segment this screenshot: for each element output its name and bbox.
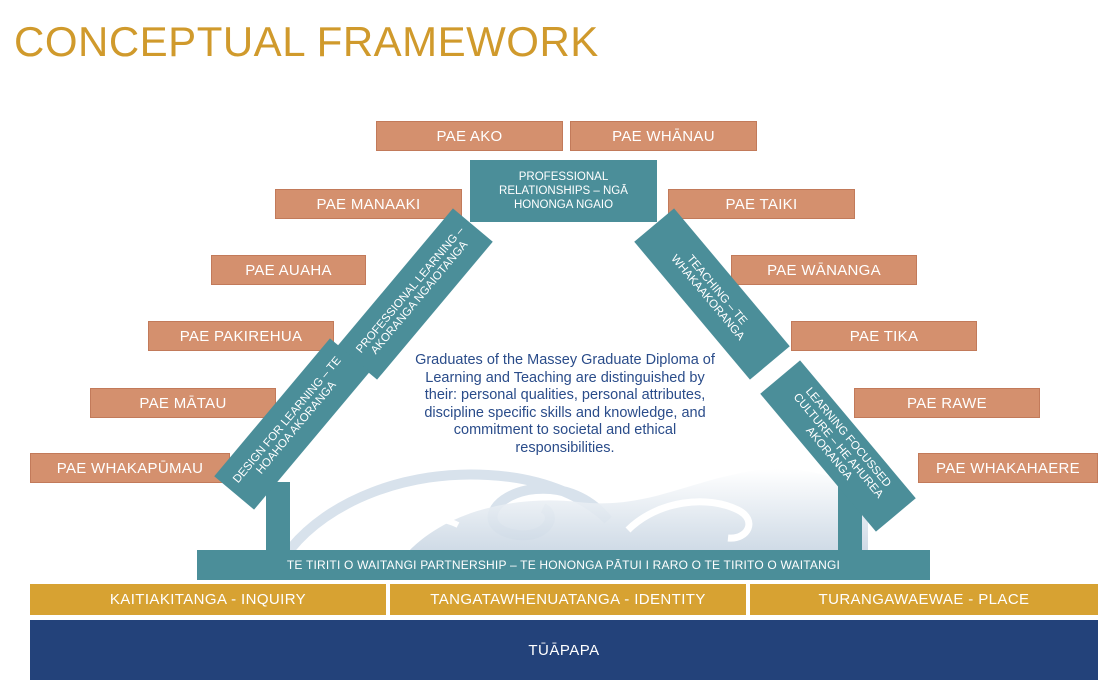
turangawaewae-place-bar: TURANGAWAEWAE - PLACE bbox=[750, 584, 1098, 615]
graduate-description: Graduates of the Massey Graduate Diploma… bbox=[415, 352, 715, 456]
pae-auaha-box: PAE AUAHA bbox=[211, 255, 366, 285]
koru-wave-graphic bbox=[288, 469, 868, 552]
kaitiakitanga-inquiry-bar: KAITIAKITANGA - INQUIRY bbox=[30, 584, 386, 615]
professional-relationships-box: PROFESSIONAL RELATIONSHIPS – NGĀ HONONGA… bbox=[470, 160, 657, 222]
pae-matau-box: PAE MĀTAU bbox=[90, 388, 276, 418]
pae-whanau-box: PAE WHĀNAU bbox=[570, 121, 757, 151]
pae-tika-box: PAE TIKA bbox=[791, 321, 977, 351]
pae-wananga-box: PAE WĀNANGA bbox=[731, 255, 917, 285]
pae-whakapumau-box: PAE WHAKAPŪMAU bbox=[30, 453, 230, 483]
pae-taiki-box: PAE TAIKI bbox=[668, 189, 855, 219]
pae-whakahaere-box: PAE WHAKAHAERE bbox=[918, 453, 1098, 483]
pae-pakirehua-box: PAE PAKIREHUA bbox=[148, 321, 334, 351]
tuapapa-foundation: TŪĀPAPA bbox=[30, 620, 1098, 680]
left-pillar bbox=[266, 482, 290, 554]
pae-ako-box: PAE AKO bbox=[376, 121, 563, 151]
te-tiriti-partnership-strip: TE TIRITI O WAITANGI PARTNERSHIP – TE HO… bbox=[197, 550, 930, 580]
pae-manaaki-box: PAE MANAAKI bbox=[275, 189, 462, 219]
page-title: CONCEPTUAL FRAMEWORK bbox=[14, 18, 599, 65]
pae-rawe-box: PAE RAWE bbox=[854, 388, 1040, 418]
tangatawhenuatanga-identity-bar: TANGATAWHENUATANGA - IDENTITY bbox=[390, 584, 746, 615]
